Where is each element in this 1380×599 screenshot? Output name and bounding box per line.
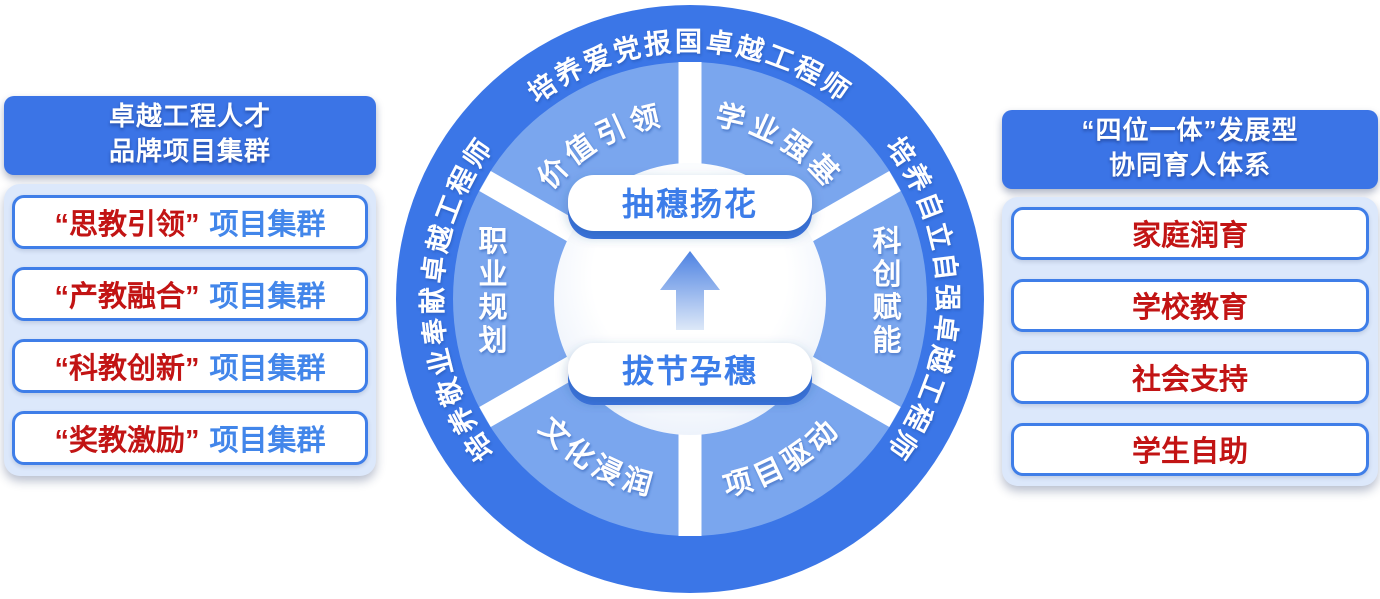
- item-label: 项目集群: [209, 280, 326, 313]
- stage-pill-bottom: 拔节孕穗: [568, 343, 812, 405]
- right-panel-title-line1: “四位一体”发展型: [1081, 115, 1299, 145]
- item-label: 项目集群: [209, 352, 326, 385]
- up-arrow-icon: [660, 251, 720, 330]
- right-panel-header: “四位一体”发展型 协同育人体系: [1002, 110, 1378, 189]
- item-label: 家庭润育: [1131, 220, 1248, 253]
- education-system-item: 家庭润育: [1011, 206, 1369, 260]
- spoke-upper-left: [479, 171, 594, 250]
- stage-pill-top: 抽穗扬花: [568, 175, 812, 239]
- project-cluster-item: “产教融合” 项目集群: [12, 266, 368, 321]
- left-panel-body: “思教引领” 项目集群 “产教融合” 项目集群 “科教创新” 项目集群 “奖教激励” 项…: [4, 183, 376, 476]
- left-panel: 卓越工程人才 品牌项目集群 “思教引领” 项目集群 “产教融合” 项目集群 “科教创…: [4, 96, 376, 476]
- right-panel: “四位一体”发展型 协同育人体系 家庭润育 学校教育 社会支持 学生自助: [1002, 110, 1378, 486]
- item-tag: “思教引领”: [54, 208, 200, 241]
- item-label: 学校教育: [1131, 292, 1248, 325]
- education-system-item: 社会支持: [1011, 350, 1369, 404]
- project-cluster-item: “科教创新” 项目集群: [12, 338, 368, 393]
- segment-label-scitech: 科创赋能: [871, 225, 901, 357]
- right-panel-body: 家庭润育 学校教育 社会支持 学生自助: [1002, 196, 1378, 486]
- spoke-upper-right: [786, 171, 901, 250]
- segment-label-career: 职业规划: [478, 226, 507, 357]
- training-wheel-diagram: 培养敬业奉献卓越工程师 培养爱党报国卓越工程师 培养自立自强卓越工程师 价值引领…: [390, 0, 990, 599]
- wheel-svg: 培养敬业奉献卓越工程师 培养爱党报国卓越工程师 培养自立自强卓越工程师 价值引领…: [396, 5, 984, 593]
- pill-bottom-face: [568, 343, 812, 397]
- education-system-item: 学校教育: [1011, 278, 1369, 332]
- stage-pill-top-label: 抽穗扬花: [622, 186, 758, 222]
- item-tag: “产教融合”: [54, 280, 200, 313]
- item-label: 学生自助: [1131, 436, 1248, 469]
- item-label: 项目集群: [209, 424, 326, 457]
- right-panel-title-line2: 协同育人体系: [1108, 150, 1271, 181]
- left-panel-header: 卓越工程人才 品牌项目集群: [4, 96, 376, 175]
- stage-pill-bottom-label: 拔节孕穗: [622, 353, 758, 389]
- left-panel-title-line2: 品牌项目集群: [108, 136, 271, 167]
- item-label: 项目集群: [209, 208, 326, 241]
- project-cluster-item: “思教引领” 项目集群: [12, 194, 368, 249]
- project-cluster-item: “奖教激励” 项目集群: [12, 410, 368, 465]
- item-tag: “奖教激励”: [54, 424, 200, 457]
- item-tag: “科教创新”: [54, 352, 200, 385]
- left-panel-title-line1: 卓越工程人才: [108, 101, 271, 131]
- education-system-item: 学生自助: [1011, 422, 1369, 476]
- pill-top-face: [568, 175, 812, 231]
- item-label: 社会支持: [1131, 364, 1248, 397]
